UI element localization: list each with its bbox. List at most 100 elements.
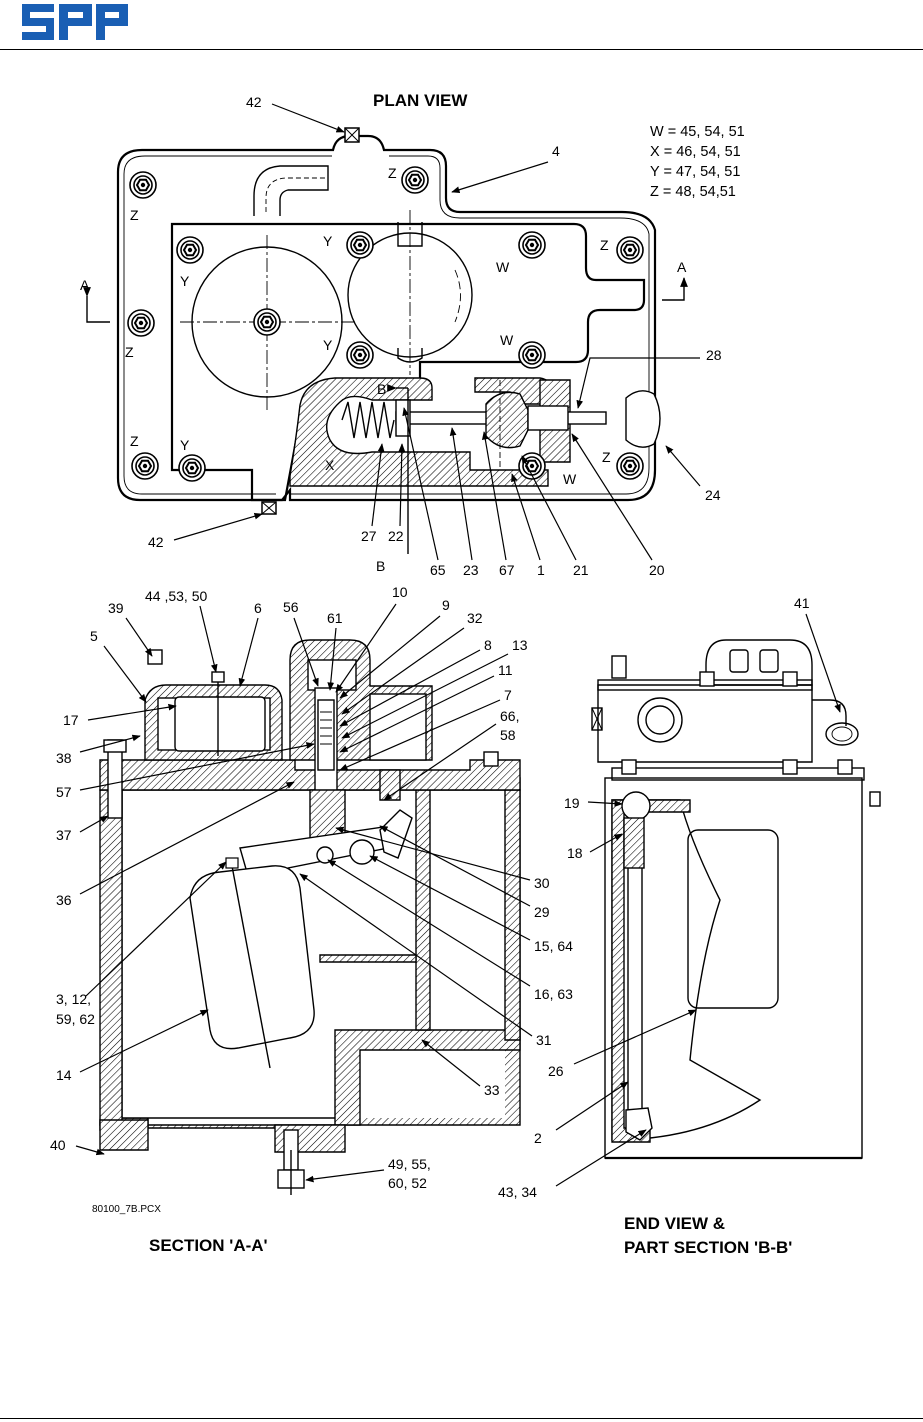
bolt-letter-y: Y xyxy=(323,233,333,249)
bolt-letter-z: Z xyxy=(130,207,139,223)
hex-bolt xyxy=(401,166,429,194)
footer-rule xyxy=(0,1418,923,1419)
callout-22: 22 xyxy=(388,528,404,544)
callout-42-bottom: 42 xyxy=(148,534,164,550)
baffle xyxy=(415,789,431,1031)
valve-seat xyxy=(527,405,569,431)
callout-21: 21 xyxy=(573,562,589,578)
callout-1: 1 xyxy=(537,562,545,578)
hex-bolt xyxy=(253,308,281,336)
callout-5: 5 xyxy=(90,628,98,644)
bolt-letter-z: Z xyxy=(388,165,397,181)
callout-4: 4 xyxy=(552,143,560,159)
bolt-letter-w: W xyxy=(500,332,514,348)
callout-9: 9 xyxy=(442,597,450,613)
callout-42: 42 xyxy=(246,94,262,110)
section-marker-a: A xyxy=(677,259,687,275)
callout-17: 17 xyxy=(63,712,79,728)
callout-20: 20 xyxy=(649,562,665,578)
callout-38: 38 xyxy=(56,750,72,766)
callout-13: 13 xyxy=(512,637,528,653)
hex-bolt xyxy=(518,341,546,369)
bolt-letter-z: Z xyxy=(602,449,611,465)
legend-line: Y = 47, 54, 51 xyxy=(650,164,740,180)
callout-43-34: 43, 34 xyxy=(498,1184,537,1200)
legend-line: Z = 48, 54,51 xyxy=(650,184,736,200)
hex-bolt xyxy=(129,171,157,199)
left-wall xyxy=(99,789,123,1131)
section-marker-a: A xyxy=(80,277,90,293)
hex-bolt xyxy=(518,231,546,259)
callout-15-64: 15, 64 xyxy=(534,938,573,954)
callout-11: 11 xyxy=(498,662,513,678)
section-marker-b: B xyxy=(376,558,385,574)
section-labels: 44 ,53, 50 39 5 6 56 61 10 9 32 8 13 11 … xyxy=(50,584,573,1191)
top-plate xyxy=(99,759,521,791)
callout-7: 7 xyxy=(504,687,512,703)
hex-bolt xyxy=(176,236,204,264)
housing-inner-line xyxy=(123,155,650,495)
end-view xyxy=(591,639,881,1160)
bolt-letter-y: Y xyxy=(180,273,190,289)
callout-31: 31 xyxy=(536,1032,552,1048)
hex-bolt xyxy=(616,452,644,480)
valve-head xyxy=(485,391,529,449)
breather-pipe-bore xyxy=(265,177,326,212)
section-aa-title: SECTION 'A-A' xyxy=(149,1236,268,1255)
callout-40: 40 xyxy=(50,1137,66,1153)
callout-10: 10 xyxy=(392,584,408,600)
bolt-letter-y: Y xyxy=(180,437,190,453)
right-wall xyxy=(504,789,521,1041)
callout-24: 24 xyxy=(705,487,721,503)
bolt-letter-z: Z xyxy=(130,433,139,449)
end-upper-housing xyxy=(597,684,813,763)
hex-bolt xyxy=(346,341,374,369)
callout-16-63: 16, 63 xyxy=(534,986,573,1002)
callout-37: 37 xyxy=(56,827,72,843)
callout-30: 30 xyxy=(534,875,550,891)
bolt-letter-w: W xyxy=(496,259,510,275)
bolt-letter-x: X xyxy=(325,457,335,473)
hex-bolt xyxy=(616,236,644,264)
legend: W = 45, 54, 51 X = 46, 54, 51 Y = 47, 54… xyxy=(650,124,745,200)
plan-view-title: PLAN VIEW xyxy=(373,91,468,110)
callout-27: 27 xyxy=(361,528,377,544)
hex-bolt xyxy=(346,231,374,259)
callout-65: 65 xyxy=(430,562,446,578)
callout-8: 8 xyxy=(484,637,492,653)
breather-pipe xyxy=(253,165,329,216)
knob-24 xyxy=(625,390,661,448)
spring-27 xyxy=(341,401,395,439)
section-aa xyxy=(99,639,521,1195)
callout-61: 61 xyxy=(327,610,343,626)
end-labels: 41 19 18 26 2 43, 34 xyxy=(498,595,841,1200)
plan-letters: Z Z Z Z Z Z Y Y Y Y W W W X A A B B xyxy=(80,165,687,574)
float-17 xyxy=(174,696,266,752)
hex-bolt xyxy=(178,454,206,482)
header-rule xyxy=(0,49,923,50)
callout-66: 66, xyxy=(500,708,519,724)
callout-14: 14 xyxy=(56,1067,72,1083)
bolt-letter-y: Y xyxy=(323,337,333,353)
callout-67: 67 xyxy=(499,562,515,578)
titles: PLAN VIEW SECTION 'A-A' END VIEW & PART … xyxy=(92,91,792,1257)
callout-36: 36 xyxy=(56,892,72,908)
callout-59-62: 59, 62 xyxy=(56,1011,95,1027)
valve-body-section xyxy=(289,377,549,487)
callout-33: 33 xyxy=(484,1082,500,1098)
float-14 xyxy=(189,865,315,1050)
callout-41: 41 xyxy=(794,595,810,611)
callout-28: 28 xyxy=(706,347,722,363)
callout-49-55: 49, 55, xyxy=(388,1156,431,1172)
callout-60-52: 60, 52 xyxy=(388,1175,427,1191)
callout-19: 19 xyxy=(564,795,580,811)
hex-bolt xyxy=(131,452,159,480)
plan-view xyxy=(83,127,688,554)
section-marker-b: B xyxy=(377,381,386,397)
spp-logo-mark xyxy=(22,4,128,40)
callout-3-12: 3, 12, xyxy=(56,991,91,1007)
housing-outline xyxy=(116,134,657,502)
callout-26: 26 xyxy=(548,1063,564,1079)
